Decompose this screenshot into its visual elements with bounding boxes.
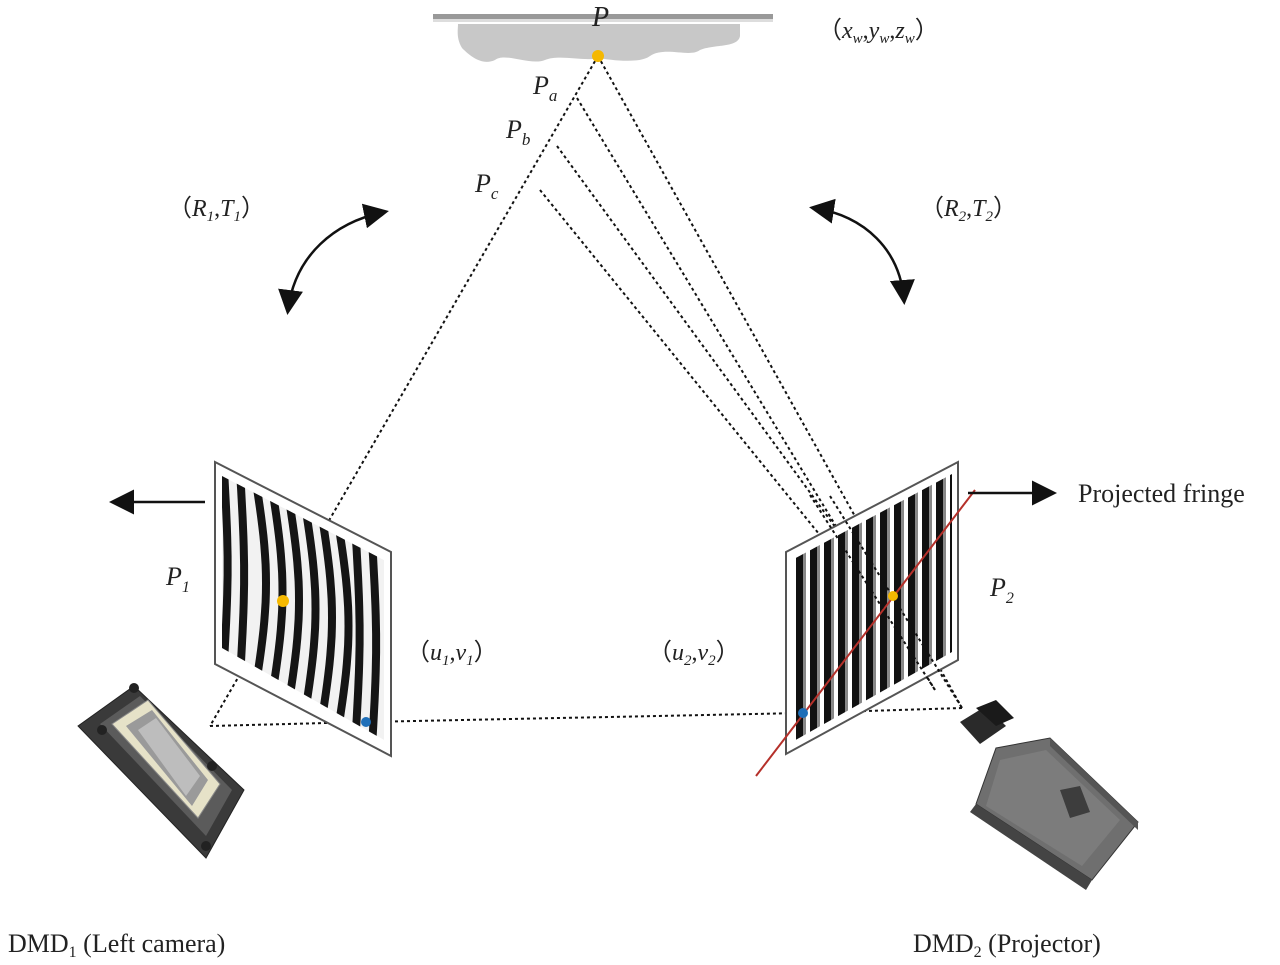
- label-pa: Pa: [532, 71, 557, 105]
- right-image-plane: [785, 460, 959, 756]
- rotation-arrow-right: [809, 198, 915, 305]
- ray-p-projector: [597, 55, 963, 709]
- right-corresponding-point: [888, 591, 898, 601]
- label-rt2: （R2,T2）: [920, 196, 1017, 225]
- label-world-coord: （xw,yw,zw）: [818, 18, 939, 47]
- label-uv1: （u1,v1）: [406, 640, 498, 669]
- left-camera-device: [77, 683, 245, 859]
- ray-left-base: [209, 721, 366, 727]
- left-base-point: [361, 717, 371, 727]
- world-point: [592, 50, 604, 62]
- projector-device: [960, 700, 1139, 890]
- mounting-bar: [433, 14, 773, 19]
- object-surface: [433, 14, 773, 62]
- label-uv2: （u2,v2）: [648, 640, 740, 669]
- distorted-fringes: [222, 476, 384, 740]
- right-base-point: [798, 708, 808, 718]
- label-dmd2: DMD2 (Projector): [913, 929, 1101, 961]
- label-pb: Pb: [505, 115, 530, 149]
- rotation-arrow-left: [278, 203, 389, 315]
- left-image-plane: [214, 460, 392, 758]
- epipolar-line: [755, 489, 976, 777]
- label-p1: P1: [165, 562, 190, 596]
- label-projected-fringe: Projected fringe: [1078, 479, 1245, 508]
- label-dmd1: DMD1 (Left camera): [8, 929, 225, 961]
- baseline-ray: [364, 712, 804, 723]
- label-rt1: （R1,T1）: [168, 196, 265, 225]
- label-pc: Pc: [474, 169, 499, 203]
- left-image-point: [277, 595, 289, 607]
- label-p2: P2: [989, 573, 1014, 607]
- object-blob: [457, 24, 740, 62]
- ray-pb: [556, 145, 926, 651]
- label-p: P: [591, 2, 609, 33]
